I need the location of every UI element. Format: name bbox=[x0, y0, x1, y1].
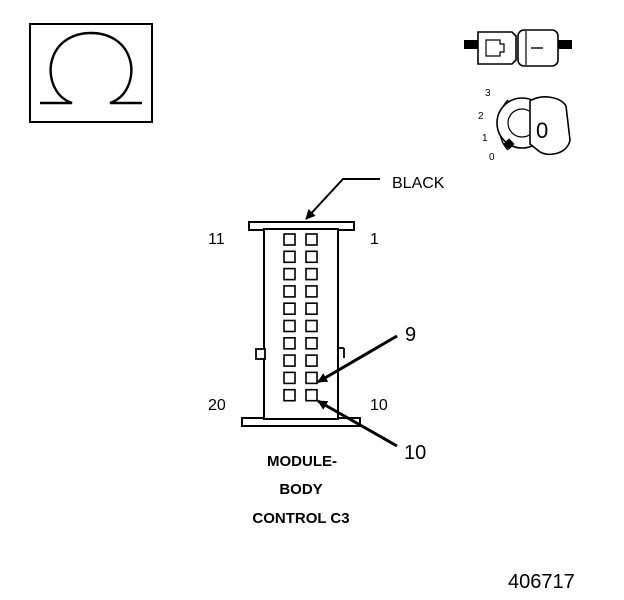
caption-line-2: BODY bbox=[279, 481, 322, 498]
connector-cavity bbox=[305, 388, 318, 402]
connector-body bbox=[241, 221, 361, 427]
connector-cavity bbox=[305, 302, 318, 316]
wire-color-label: BLACK bbox=[392, 175, 445, 192]
connector-caption: MODULE- BODY CONTROL C3 bbox=[252, 453, 349, 527]
connector-cavity bbox=[305, 233, 318, 246]
connector-cavity bbox=[283, 354, 296, 367]
connector-cavity bbox=[305, 285, 318, 298]
connector-cavity bbox=[305, 267, 318, 281]
figure-number: 406717 bbox=[508, 571, 575, 593]
key-label: 0 bbox=[536, 118, 548, 143]
wire-color-callout: BLACK bbox=[305, 175, 445, 220]
connector-cavity bbox=[283, 302, 296, 316]
connector-cavity bbox=[283, 371, 296, 385]
callout-10-label: 10 bbox=[404, 442, 426, 464]
caption-line-1: MODULE- bbox=[267, 453, 337, 470]
connector-cavity bbox=[283, 285, 296, 298]
connector-probe-icon bbox=[464, 29, 572, 67]
ohm-symbol-icon bbox=[29, 23, 153, 123]
connector-cavity bbox=[305, 354, 318, 367]
cavity-number-top-right: 1 bbox=[370, 231, 379, 248]
ignition-key-icon: 3 2 1 0 0 bbox=[478, 88, 571, 163]
cavity-number-bottom-right: 10 bbox=[370, 397, 388, 414]
connector-cavity bbox=[305, 336, 318, 350]
connector-cavity bbox=[305, 250, 318, 264]
ignition-position-2: 2 bbox=[478, 111, 484, 122]
caption-line-3: CONTROL C3 bbox=[252, 510, 349, 527]
connector-cavity bbox=[305, 371, 318, 385]
callout-9: 9 bbox=[317, 324, 416, 384]
callout-9-label: 9 bbox=[405, 324, 416, 346]
ignition-position-1: 1 bbox=[482, 133, 488, 144]
ignition-position-0: 0 bbox=[489, 152, 495, 163]
connector-cavity bbox=[283, 319, 296, 333]
ignition-position-3: 3 bbox=[485, 88, 491, 99]
connector-cavity bbox=[283, 336, 296, 350]
connector-cavity bbox=[283, 233, 296, 246]
connector-cavity bbox=[283, 267, 296, 281]
pin-grid bbox=[283, 233, 318, 402]
connector-cavity bbox=[283, 388, 296, 402]
cavity-number-bottom-left: 20 bbox=[208, 397, 226, 414]
connector-cavity bbox=[305, 319, 318, 333]
callout-10: 10 bbox=[317, 399, 426, 464]
connector-cavity bbox=[283, 250, 296, 264]
cavity-number-top-left: 11 bbox=[208, 231, 225, 248]
